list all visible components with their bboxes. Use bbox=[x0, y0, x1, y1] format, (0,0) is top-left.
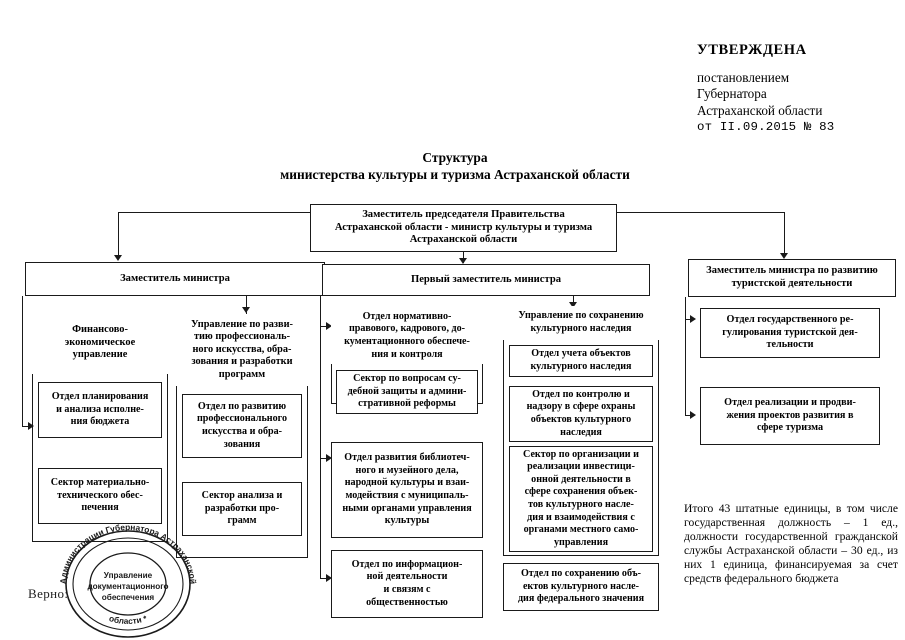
connector-root-mid-vertical bbox=[463, 252, 464, 263]
connector-dep3-tur2-horizontal bbox=[685, 415, 694, 416]
box-prof-dept-label: Управление по разви- тию профессиональ- … bbox=[191, 318, 293, 380]
staffing-note: Итого 43 штатные единицы, в том числе го… bbox=[684, 502, 898, 586]
arrow-to-info-dept bbox=[326, 574, 332, 582]
connector-dep3-vertical bbox=[685, 297, 686, 415]
box-norm-sector: Сектор по вопросам су- дебной защиты и а… bbox=[336, 370, 478, 414]
box-heritage-accounting-label: Отдел учета объектов культурного наследи… bbox=[530, 348, 632, 372]
box-prof-analysis: Сектор анализа и разработки про- грамм bbox=[182, 482, 302, 536]
box-heritage-control: Отдел по контролю и надзору в сфере охра… bbox=[509, 386, 653, 442]
box-deputy-minister-label: Заместитель министра bbox=[120, 272, 230, 284]
box-deputy-tourism-label: Заместитель министра по развитию туристс… bbox=[706, 265, 878, 289]
connector-dep1-left-horizontal bbox=[22, 426, 32, 427]
box-fin-dept: Финансово- экономическое управление bbox=[32, 312, 168, 374]
box-fin-material-label: Сектор материально- технического обес- п… bbox=[50, 477, 150, 514]
connector-dep2-heritage-vertical bbox=[573, 296, 574, 307]
box-deputy-tourism: Заместитель министра по развитию туристс… bbox=[688, 259, 896, 297]
document-title-line-2: министерства культуры и туризма Астрахан… bbox=[280, 167, 630, 182]
stamp-center-line-3: обеспечения bbox=[102, 592, 155, 602]
box-prof-dev-label: Отдел по развитию профессионального иску… bbox=[196, 400, 288, 450]
approval-title: УТВЕРЖДЕНА bbox=[697, 42, 807, 58]
box-tourism-projects-label: Отдел реализации и продви- жения проекто… bbox=[724, 397, 856, 434]
connector-dep2-left-horizontal bbox=[320, 458, 330, 459]
arrow-to-heritage-dept bbox=[569, 302, 577, 308]
box-info-dept: Отдел по информацион- ной деятельности и… bbox=[331, 550, 483, 618]
connector-dep2-left-vertical bbox=[320, 296, 321, 458]
arrow-to-fin-dept bbox=[28, 422, 34, 430]
box-first-deputy-minister-label: Первый заместитель министра bbox=[410, 273, 562, 285]
arrow-to-deputy-minister bbox=[114, 255, 122, 261]
arrow-to-library-dept bbox=[326, 454, 332, 462]
arrow-to-tourism-regulation bbox=[690, 315, 696, 323]
verno-label: Верно: bbox=[28, 586, 69, 601]
box-heritage-accounting: Отдел учета объектов культурного наследи… bbox=[509, 345, 653, 377]
box-info-dept-label: Отдел по информацион- ной деятельности и… bbox=[351, 558, 463, 608]
box-heritage-control-label: Отдел по контролю и надзору в сфере охра… bbox=[526, 388, 636, 438]
box-prof-analysis-label: Сектор анализа и разработки про- грамм bbox=[201, 490, 283, 527]
stamp-center-line-2: документационного bbox=[87, 582, 168, 591]
box-tourism-projects: Отдел реализации и продви- жения проекто… bbox=[700, 387, 880, 445]
stamp-ring-bottom-text: области * bbox=[108, 613, 149, 626]
arrow-to-norm-dept bbox=[326, 322, 332, 330]
box-heritage-dept: Управление по сохранению культурного нас… bbox=[503, 306, 659, 340]
box-tourism-regulation-label: Отдел государственного ре- гулирования т… bbox=[722, 314, 858, 351]
box-norm-dept: Отдел нормативно- правового, кадрового, … bbox=[331, 308, 483, 364]
box-prof-dept: Управление по разви- тию профессиональ- … bbox=[176, 314, 308, 386]
approval-line-2: Губернатора bbox=[697, 86, 767, 102]
arrow-to-first-deputy-minister bbox=[459, 258, 467, 264]
box-prof-dev: Отдел по развитию профессионального иску… bbox=[182, 394, 302, 458]
connector-root-right-horizontal bbox=[617, 212, 785, 213]
connector-root-left-horizontal bbox=[118, 212, 310, 213]
box-root-label: Заместитель председателя Правительства А… bbox=[334, 209, 593, 246]
box-library-dept-label: Отдел развития библиотеч- ного и музейно… bbox=[342, 452, 472, 527]
arrow-to-deputy-tourism bbox=[780, 253, 788, 259]
box-fin-dept-label: Финансово- экономическое управление bbox=[64, 324, 136, 361]
document-title-line-1: Структура bbox=[422, 150, 488, 165]
box-tourism-regulation: Отдел государственного ре- гулирования т… bbox=[700, 308, 880, 358]
approval-line-1: постановлением bbox=[697, 70, 790, 85]
box-fin-material: Сектор материально- технического обес- п… bbox=[38, 468, 162, 524]
box-heritage-federal: Отдел по сохранению объ- ектов культурно… bbox=[503, 563, 659, 611]
svg-text:области *: области * bbox=[108, 613, 149, 626]
connector-root-right-vertical bbox=[784, 212, 785, 254]
box-heritage-federal-label: Отдел по сохранению объ- ектов культурно… bbox=[517, 568, 645, 605]
box-fin-planning-label: Отдел планирования и анализа исполне- ни… bbox=[51, 391, 149, 428]
box-norm-dept-label: Отдел нормативно- правового, кадрового, … bbox=[344, 310, 470, 360]
box-heritage-invest: Сектор по организации и реализации инвес… bbox=[509, 446, 653, 552]
box-fin-planning: Отдел планирования и анализа исполне- ни… bbox=[38, 382, 162, 438]
connector-root-left-vertical bbox=[118, 212, 119, 256]
box-heritage-invest-label: Сектор по организации и реализации инвес… bbox=[523, 448, 639, 548]
box-norm-sector-label: Сектор по вопросам су- дебной защиты и а… bbox=[347, 373, 467, 410]
approval-line-3: Астраханской области bbox=[697, 102, 823, 118]
box-root: Заместитель председателя Правительства А… bbox=[310, 204, 617, 252]
stamp-graphic: Администрации Губернатора Астраханской о… bbox=[58, 522, 198, 638]
connector-dep1-left-vertical bbox=[22, 296, 23, 426]
arrow-to-tourism-projects bbox=[690, 411, 696, 419]
arrow-to-prof-dept bbox=[242, 307, 250, 313]
box-deputy-minister: Заместитель министра bbox=[25, 262, 325, 296]
connector-dep2-norm-horizontal bbox=[320, 326, 330, 327]
box-heritage-dept-label: Управление по сохранению культурного нас… bbox=[518, 310, 644, 334]
box-library-dept: Отдел развития библиотеч- ного и музейно… bbox=[331, 442, 483, 538]
document-title: Структура министерства культуры и туризм… bbox=[110, 150, 800, 183]
approval-date-number: от II.09.2015 № 83 bbox=[697, 120, 835, 135]
connector-dep2-info-horizontal bbox=[320, 578, 330, 579]
approval-block: УТВЕРЖДЕНА постановлением Губернатора Ас… bbox=[697, 42, 897, 136]
box-first-deputy-minister: Первый заместитель министра bbox=[322, 264, 650, 296]
connector-dep2-info-vertical bbox=[320, 458, 321, 578]
connector-dep3-tur1-horizontal bbox=[685, 319, 694, 320]
stamp-center-line-1: Управление bbox=[104, 571, 153, 580]
certification-stamp: Верно: Администрации Губернатора Астраха… bbox=[28, 522, 208, 640]
connector-dep1-to-prof bbox=[246, 296, 247, 314]
